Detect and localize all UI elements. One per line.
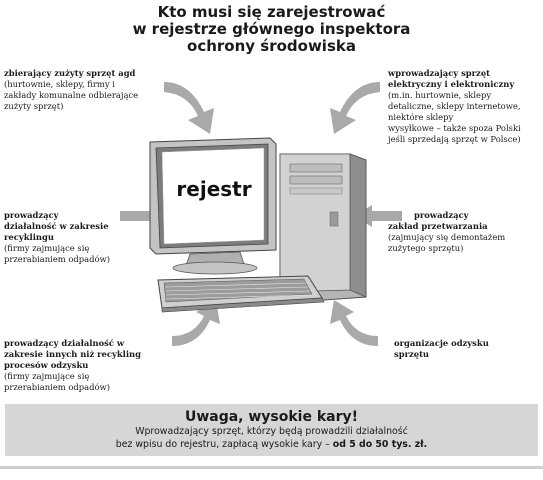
block-detail: zakłady komunalne odbierające xyxy=(4,90,139,100)
warning-line-2: bez wpisu do rejestru, zapłacą wysokie k… xyxy=(5,438,538,451)
block-detail: przerabianiem odpadów) xyxy=(4,254,110,264)
block-heading: zbierający zużyty sprzęt agd xyxy=(4,68,136,78)
arrow-top-left xyxy=(164,82,214,134)
block-heading: prowadzący działalność w xyxy=(4,338,125,348)
computer-illustration: rejestr xyxy=(149,137,367,313)
arrow-bottom-right xyxy=(330,300,378,346)
block-detail: jeśli sprzedają sprzęt w Polsce) xyxy=(388,134,521,144)
block-heading: wprowadzający sprzęt xyxy=(388,68,491,78)
bottom-divider xyxy=(0,466,543,469)
warning-line-2-text: bez wpisu do rejestru, zapłacą wysokie k… xyxy=(115,439,333,450)
block-heading: prowadzący xyxy=(4,210,59,220)
block-heading: zakład przetwarzania xyxy=(388,221,488,231)
arrow-top-right xyxy=(330,82,380,134)
block-zbierajacy: zbierający zużyty sprzęt agd (hurtownie,… xyxy=(4,68,194,112)
block-heading: prowadzący xyxy=(414,210,469,220)
block-detail: niektóre sklepy xyxy=(388,112,454,122)
block-zaklad-przetwarzania: prowadzący zakład przetwarzania (zajmują… xyxy=(368,210,540,254)
title-line-2: w rejestrze głównego inspektora xyxy=(132,20,411,38)
block-heading: działalność w zakresie xyxy=(4,221,109,231)
block-detail: detaliczne, sklepy internetowe, xyxy=(388,101,521,111)
title-line-1: Kto musi się zarejestrować xyxy=(157,3,386,21)
block-inne-procesy-odzysku: prowadzący działalność w zakresie innych… xyxy=(4,338,169,393)
warning-amount: od 5 do 50 tys. zł. xyxy=(332,439,428,450)
block-heading: elektryczny i elektroniczny xyxy=(388,79,515,89)
block-heading: recyklingu xyxy=(4,232,54,242)
block-wprowadzajacy: wprowadzający sprzęt elektryczny i elekt… xyxy=(388,68,540,145)
block-heading: sprzętu xyxy=(394,349,430,359)
block-heading: zakresie innych niż recykling xyxy=(4,349,141,359)
screen-label: rejestr xyxy=(176,177,251,201)
block-detail: zużytego sprzętu) xyxy=(388,243,464,253)
block-heading: organizacje odzysku xyxy=(394,338,489,348)
block-detail: zużyty sprzęt) xyxy=(4,101,64,111)
block-detail: (firmy zajmujące się xyxy=(4,371,90,381)
block-detail: (hurtownie, sklepy, firmy i xyxy=(4,79,115,89)
block-organizacje-odzysku: organizacje odzysku sprzętu xyxy=(394,338,534,360)
block-detail: (firmy zajmujące się xyxy=(4,243,90,253)
block-detail: przerabianiem odpadów) xyxy=(4,382,110,392)
arrow-bottom-left xyxy=(172,300,220,346)
block-detail: (m.in. hurtownie, sklepy xyxy=(388,90,492,100)
pc-monitor xyxy=(149,137,277,275)
block-detail: (zajmujący się demontażem xyxy=(388,232,506,242)
block-detail: wysyłkowe – także spoza Polski xyxy=(388,123,521,133)
pc-tower xyxy=(279,153,367,303)
title-line-3: ochrony środowiska xyxy=(187,37,356,55)
block-recykling: prowadzący działalność w zakresie recykl… xyxy=(4,210,129,265)
pc-keyboard xyxy=(157,275,325,313)
block-heading: procesów odzysku xyxy=(4,360,89,370)
page-title: Kto musi się zarejestrować w rejestrze g… xyxy=(0,4,543,55)
warning-heading: Uwaga, wysokie kary! xyxy=(184,409,359,425)
warning-box: Uwaga, wysokie kary! Wprowadzający sprzę… xyxy=(5,404,538,456)
warning-line-1: Wprowadzający sprzęt, którzy będą prowad… xyxy=(135,426,408,437)
